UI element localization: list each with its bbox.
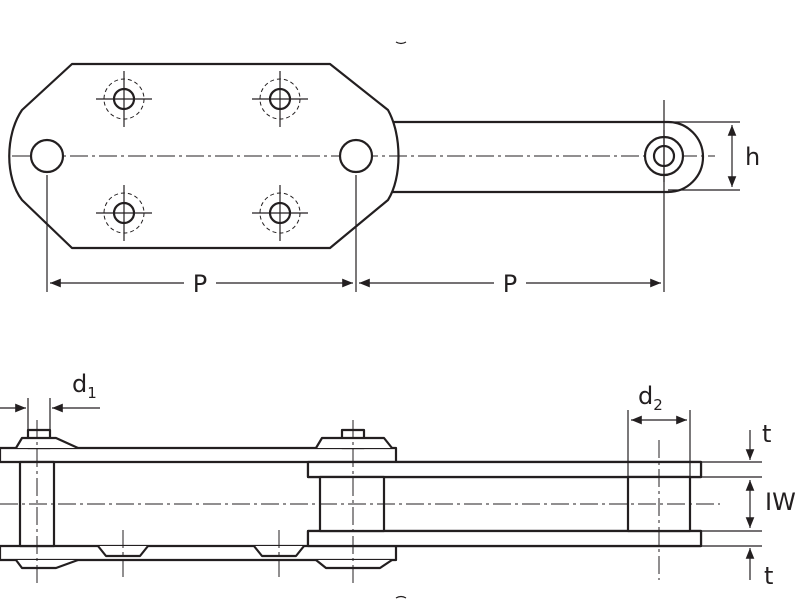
d2-label: d2 [638,382,663,414]
bolt-hole-bottom-right [252,185,308,241]
pin-hole-left [29,138,65,174]
pitch-right-label: P [503,270,517,298]
pin-washer-middle-bottom [315,559,393,570]
d1-label: d1 [72,370,97,402]
inner-width-label: IW [765,488,796,516]
pin-washer-left-bottom [15,558,79,570]
inner-plate-bottom-front [306,529,703,548]
pin-washer-middle-top [315,436,393,449]
inner-plate-top-front [306,460,703,479]
t-bottom-label: t [764,562,773,590]
top-view: P P h [8,41,760,298]
bolt-head-bottom-left [97,545,149,558]
pin-hole-middle [338,138,374,174]
outer-plate-top [0,446,398,464]
height-label: h [745,143,760,171]
pitch-left-label: P [193,270,207,298]
outer-plate-bottom [0,544,398,562]
bolt-hole-top-left [96,71,152,127]
bottom-mark [395,595,407,599]
bolt-hole-bottom-left [96,185,152,241]
bolt-head-bottom-right [253,545,305,558]
bolt-hole-top-right [252,71,308,127]
top-mark [395,41,407,45]
side-view: d1 d2 t IW t [0,370,796,599]
pin-washer-left-top [15,436,79,450]
t-top-label: t [762,420,771,448]
